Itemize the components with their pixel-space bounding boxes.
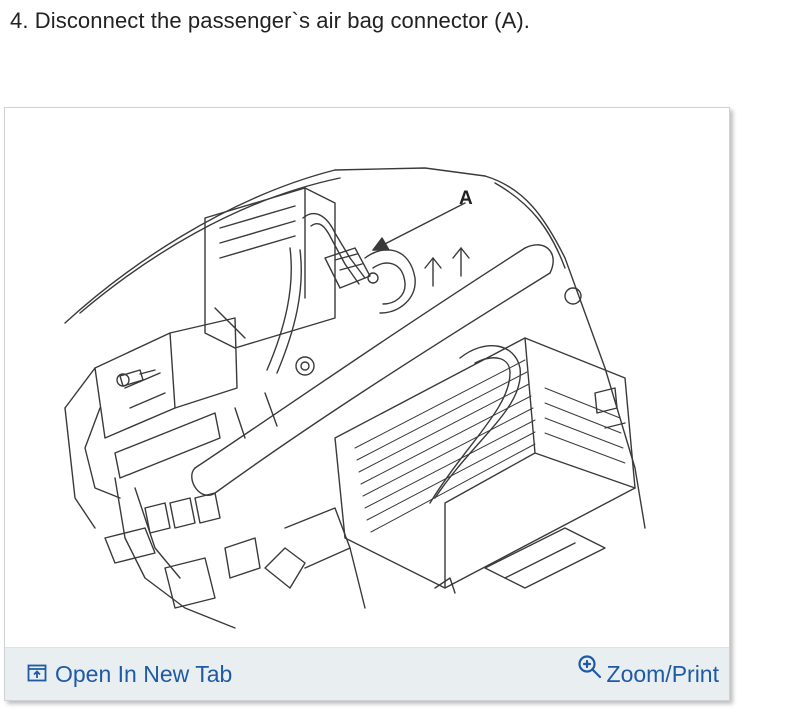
- figure-toolbar: Open In New Tab Zoom/Print: [5, 647, 729, 700]
- zoom-in-icon: [577, 654, 603, 686]
- step-instruction: 4. Disconnect the passenger`s air bag co…: [10, 8, 531, 33]
- figure-frame: A Open In New Tab: [4, 107, 730, 701]
- airbag-connector-diagram: A: [64, 167, 646, 629]
- open-in-new-tab-label: Open In New Tab: [55, 660, 233, 687]
- callout-label-a: A: [459, 188, 473, 209]
- open-new-tab-icon: [27, 661, 47, 688]
- zoom-print-label: Zoom/Print: [606, 660, 719, 687]
- open-in-new-tab-link[interactable]: Open In New Tab: [27, 658, 232, 690]
- zoom-print-link[interactable]: Zoom/Print: [577, 655, 719, 690]
